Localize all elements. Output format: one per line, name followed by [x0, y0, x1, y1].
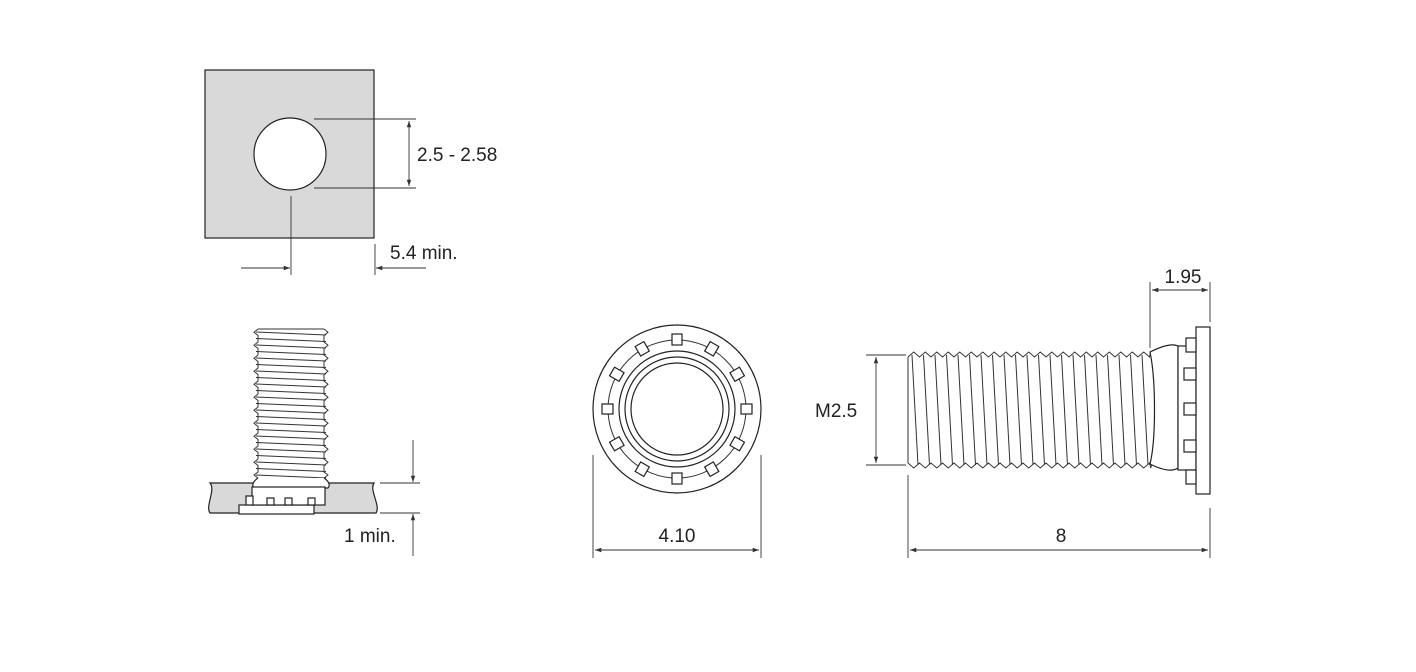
length-label: 8	[1056, 526, 1067, 547]
edge-distance-label: 5.4 min.	[390, 243, 458, 264]
installed-head	[238, 504, 315, 515]
installed-side-view: 1 min.	[208, 328, 420, 556]
stud-side-view: 1.95 M2.5 8	[815, 267, 1211, 558]
stud-thread	[907, 351, 1153, 469]
head-diameter-label: 4.10	[659, 526, 696, 547]
stud-neck	[1149, 344, 1179, 471]
end-view: 4.10	[592, 324, 762, 558]
hole-diameter-label: 2.5 - 2.58	[417, 145, 497, 166]
sheet-thickness-label: 1 min.	[344, 526, 396, 547]
head-height-label: 1.95	[1165, 267, 1202, 288]
stud-core-circle	[630, 362, 724, 456]
stud-head	[1195, 326, 1211, 495]
installed-stud-thread	[252, 328, 330, 489]
mounting-hole	[253, 117, 327, 191]
panel-hole-view: 2.5 - 2.58 5.4 min.	[204, 69, 497, 275]
thread-size-label: M2.5	[815, 401, 857, 422]
serration-teeth	[601, 333, 753, 485]
